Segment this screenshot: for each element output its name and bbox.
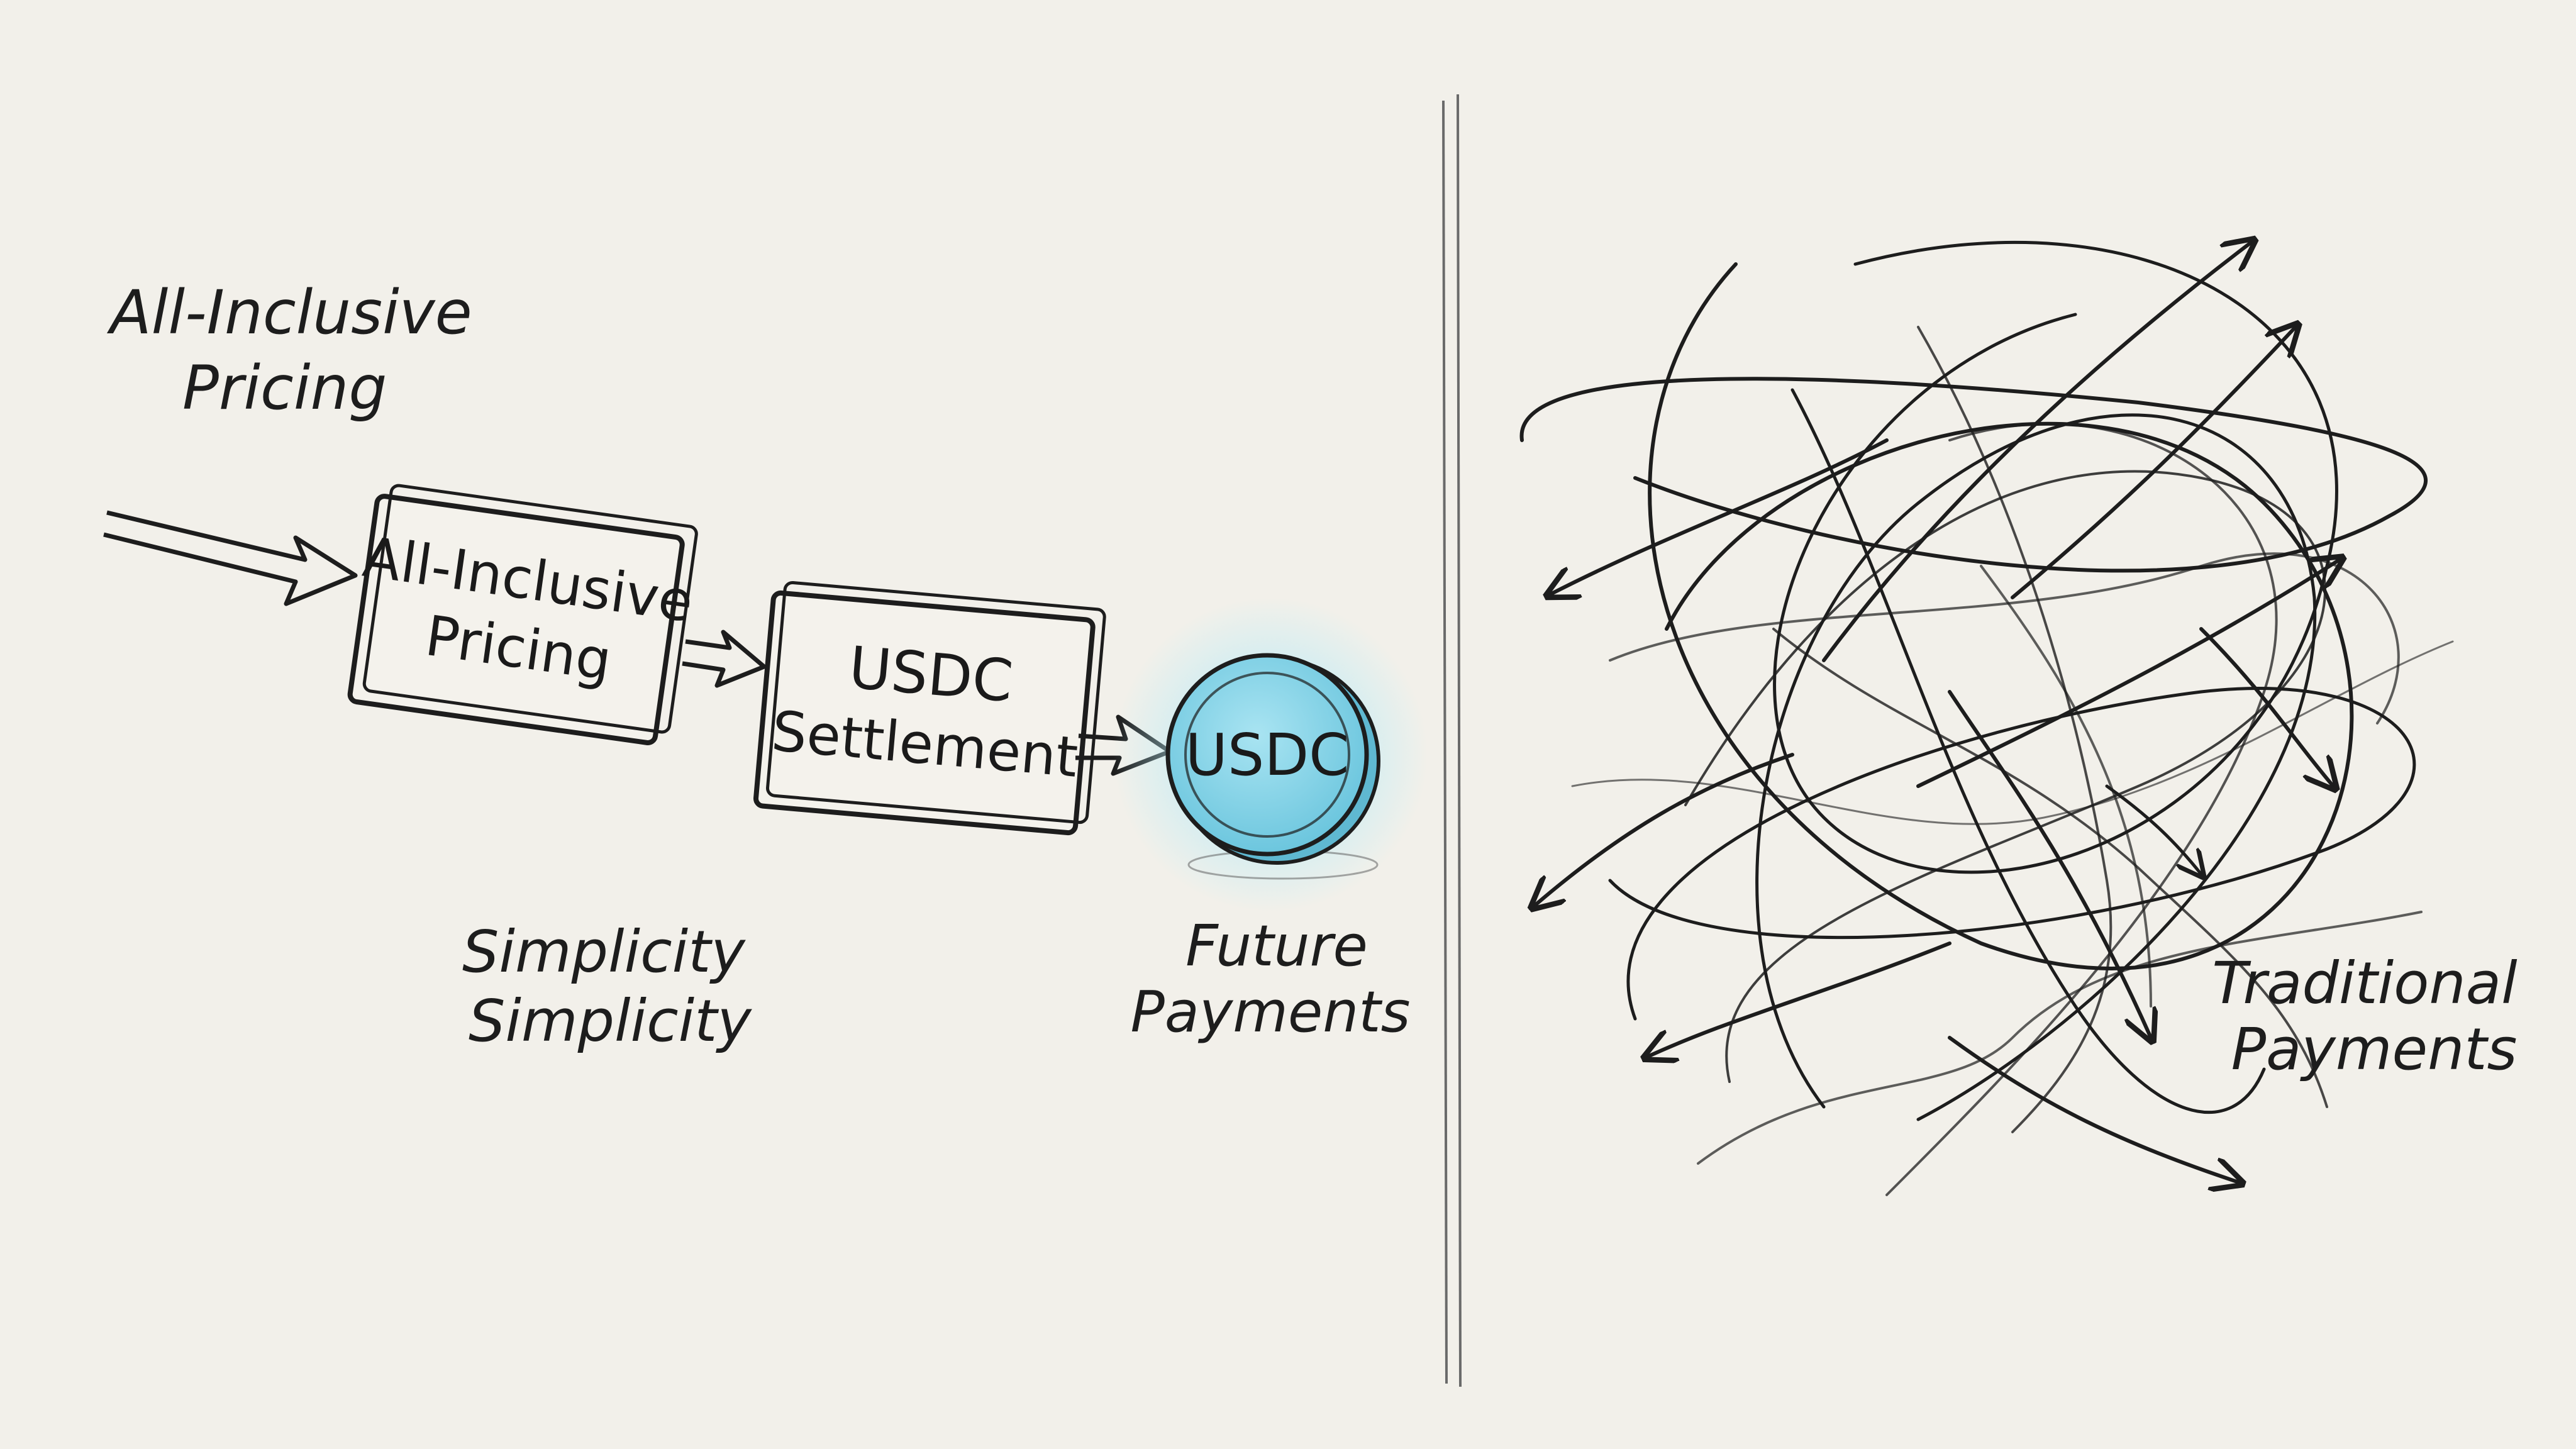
simplicity-line2: Simplicity	[469, 987, 752, 1055]
traditional-line1: Traditional	[2212, 950, 2518, 1017]
traditional-line2: Payments	[2231, 1016, 2518, 1083]
panel-divider	[1442, 94, 1462, 1387]
usdc-coin: USDC	[1113, 597, 1428, 912]
future-line1: Future	[1185, 913, 1368, 979]
box-usdc-settlement: USDC Settlement	[753, 580, 1106, 836]
top-label: All-Inclusive Pricing	[106, 277, 472, 423]
future-line2: Payments	[1131, 979, 1411, 1045]
incoming-arrow	[103, 510, 358, 606]
tangled-scribble	[1519, 242, 2454, 1196]
arrow-box1-to-box2	[682, 630, 767, 688]
future-payments-label: Future Payments	[1131, 913, 1411, 1045]
traditional-payments-label: Traditional Payments	[2212, 950, 2518, 1083]
box-all-inclusive-pricing: All-Inclusive Pricing	[347, 484, 698, 745]
top-label-line2: Pricing	[182, 353, 387, 423]
top-label-line1: All-Inclusive	[106, 277, 472, 348]
simplicity-label: Simplicity Simplicity	[462, 918, 752, 1055]
box2-line1: USDC	[847, 634, 1016, 715]
coin-label: USDC	[1185, 721, 1350, 789]
simplicity-line1: Simplicity	[462, 918, 746, 985]
